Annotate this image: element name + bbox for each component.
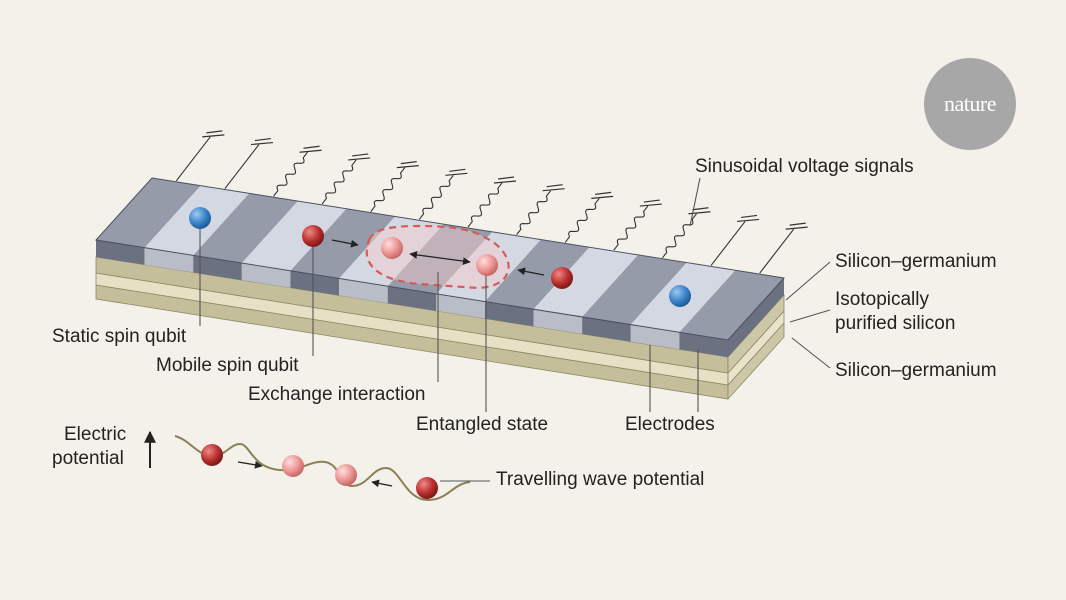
static-qubit-right: [669, 285, 691, 307]
wire-11: [662, 213, 697, 259]
label-isotopic-line2: purified silicon: [835, 313, 956, 334]
wire-terminal-cap-4: [352, 153, 369, 157]
wire-terminal-6: [445, 172, 468, 176]
wave-qubit-4: [416, 477, 438, 499]
wire-terminal-10: [639, 203, 662, 207]
label-sige-bottom: Silicon–germanium: [835, 360, 997, 381]
wire-terminal-cap-3: [303, 145, 320, 149]
wire-terminal-cap-12: [741, 214, 758, 219]
wire-terminal-8: [542, 188, 565, 192]
device-top-outline: [95, 177, 785, 341]
wire-terminal-cap-10: [643, 199, 660, 203]
wire-terminal-9: [591, 195, 614, 199]
electrode-top-13: [679, 270, 784, 340]
wire-3: [273, 151, 308, 197]
electrode-array: [95, 177, 785, 357]
wire-terminal-cap-7: [497, 176, 515, 180]
travelling-wave: [174, 435, 490, 502]
wire-terminal-1: [202, 134, 225, 138]
wire-9: [564, 198, 600, 243]
label-voltage-signals: Sinusoidal voltage signals: [695, 156, 914, 177]
label-sige-top: Silicon–germanium: [835, 251, 997, 272]
wire-12: [710, 221, 746, 266]
mobile-qubit-right: [551, 267, 573, 289]
wave-qubit-3: [335, 464, 357, 486]
electrode-top-5: [290, 208, 396, 279]
label-entangled: Entangled state: [416, 414, 549, 435]
wire-terminal-cap-5: [400, 161, 417, 165]
electrode-top-9: [484, 239, 590, 310]
wire-1: [175, 136, 211, 182]
wire-terminal-11: [688, 211, 711, 215]
voltage-wires: [175, 130, 808, 274]
wire-terminal-4: [348, 157, 371, 161]
label-travelling-wave: Travelling wave potential: [496, 469, 705, 490]
wire-terminal-7: [493, 180, 517, 184]
electrode-end-face: [728, 278, 784, 357]
wire-8: [516, 190, 552, 236]
logo-text: nature: [944, 91, 996, 116]
label-electric-line1: Electric: [64, 424, 127, 445]
wire-terminal-cap-2: [254, 137, 271, 142]
entangled-qubit-left: [381, 237, 403, 259]
wave-qubit-1: [201, 444, 223, 466]
wire-terminal-13: [785, 226, 808, 230]
wire-terminal-cap-13: [789, 222, 806, 226]
leader-lines: [199, 177, 831, 412]
wire-terminal-cap-8: [546, 184, 563, 188]
wire-terminal-cap-6: [449, 168, 466, 172]
wire-4: [321, 159, 357, 205]
wire-5: [370, 167, 406, 212]
label-mobile-qubit: Mobile spin qubit: [156, 355, 299, 376]
motion-arrows: [331, 239, 545, 276]
electrode-top-4: [241, 201, 347, 271]
wire-terminal-5: [396, 165, 419, 169]
mobile-qubit-left: [302, 225, 324, 247]
wire-10: [613, 205, 649, 251]
electrode-top-10: [533, 247, 639, 317]
wire-terminal-12: [737, 218, 760, 223]
wire-terminal-2: [250, 141, 273, 146]
wave-qubit-2: [282, 455, 304, 477]
label-isotopic-line1: Isotopically: [835, 289, 929, 310]
wire-6: [418, 174, 454, 220]
wire-terminal-3: [299, 149, 322, 153]
wire-2: [224, 144, 260, 189]
electrode-top-11: [582, 254, 687, 325]
static-qubit-left: [189, 207, 211, 229]
label-exchange: Exchange interaction: [248, 384, 426, 405]
electrode-top-3: [193, 193, 298, 264]
wire-terminal-cap-11: [692, 207, 709, 211]
entangled-qubit-right: [476, 254, 498, 276]
wire-7: [467, 182, 503, 228]
wire-terminal-cap-1: [206, 130, 223, 134]
label-electrodes: Electrodes: [625, 414, 715, 435]
substrate-layers: [95, 256, 785, 401]
label-electric-line2: potential: [52, 448, 124, 469]
electrode-top-1: [96, 178, 201, 248]
label-static-qubit: Static spin qubit: [52, 326, 187, 347]
qubits: [189, 207, 691, 307]
nature-logo: nature: [924, 58, 1016, 150]
wire-13: [759, 228, 795, 274]
wire-terminal-cap-9: [595, 191, 612, 195]
